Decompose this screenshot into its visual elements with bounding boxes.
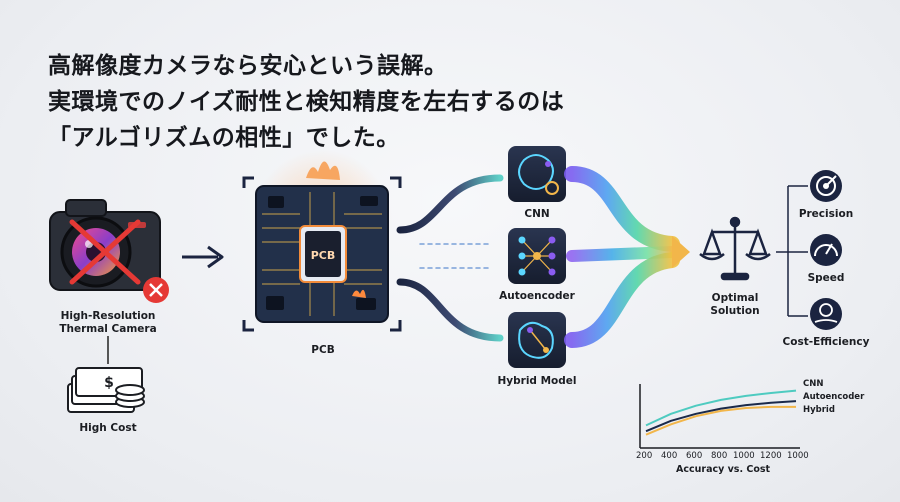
chart-x-tick: 800: [711, 451, 728, 461]
svg-text:$: $: [104, 375, 114, 391]
chart-legend-hybrid: Hybrid: [803, 405, 835, 415]
precision-label: Precision: [798, 208, 854, 220]
chart-x-tick: 1000: [787, 451, 809, 461]
optimal-solution-line-2: Solution: [710, 305, 760, 317]
arrow-to-solution: [672, 236, 690, 268]
hybrid-model-label: Hybrid Model: [497, 375, 577, 387]
hybrid-model-icon: [508, 312, 566, 368]
headline-line-3: 「アルゴリズムの相性」でした。: [48, 125, 400, 151]
chart-x-tick: 600: [686, 451, 703, 461]
cnn-label: CNN: [524, 208, 550, 220]
flow-models-to-solution: [564, 166, 680, 348]
pcb-label: PCB: [311, 344, 335, 356]
camera-label-line-1: High-Resolution: [60, 310, 156, 322]
autoencoder-line: [645, 400, 797, 433]
chart-x-tick: 1000: [733, 451, 755, 461]
optimal-solution-line-1: Optimal: [711, 292, 759, 304]
pcb-board-icon: [242, 150, 402, 332]
chart-legend-autoencoder: Autoencoder: [803, 392, 865, 402]
speed-gauge-icon: [810, 234, 842, 266]
thermal-camera-icon: [49, 199, 161, 291]
cnn-brain-icon: [508, 146, 566, 202]
arrow-camera-to-pcb: [182, 245, 224, 269]
optimal-solution-label: Optimal Solution: [695, 292, 775, 318]
chart-legend-cnn: CNN: [803, 379, 824, 389]
autoencoder-network-icon: [508, 228, 566, 284]
headline-line-1: 高解像度カメラなら安心という誤解。: [48, 53, 448, 79]
headline-line-2: 実環境でのノイズ耐性と検知精度を左右するのは: [48, 89, 565, 115]
camera-label: High-Resolution Thermal Camera: [44, 310, 172, 336]
camera-label-line-2: Thermal Camera: [59, 323, 157, 335]
speed-label: Speed: [807, 272, 845, 284]
pcb-chip-label: PCB: [311, 249, 336, 262]
money-stack-icon: $: [67, 367, 145, 413]
balance-scale-icon: [699, 216, 771, 281]
cost-label: High Cost: [79, 422, 137, 434]
outcomes-bracket: [776, 185, 808, 317]
hybrid-line: [645, 405, 796, 436]
error-x-icon: [143, 277, 169, 303]
cost-efficiency-icon: [810, 298, 842, 330]
precision-target-icon: [810, 170, 842, 202]
chart-x-tick: 200: [636, 451, 653, 461]
autoencoder-label: Autoencoder: [499, 290, 575, 302]
chart-x-tick: 1200: [760, 451, 782, 461]
chart-x-tick: 400: [661, 451, 678, 461]
cnn-line: [645, 389, 797, 427]
cost-efficiency-label: Cost-Efficiency: [782, 336, 870, 348]
chart-x-axis-title: Accuracy vs. Cost: [676, 464, 771, 475]
accuracy-cost-chart: [639, 384, 800, 449]
flow-pcb-to-models: [396, 174, 504, 342]
